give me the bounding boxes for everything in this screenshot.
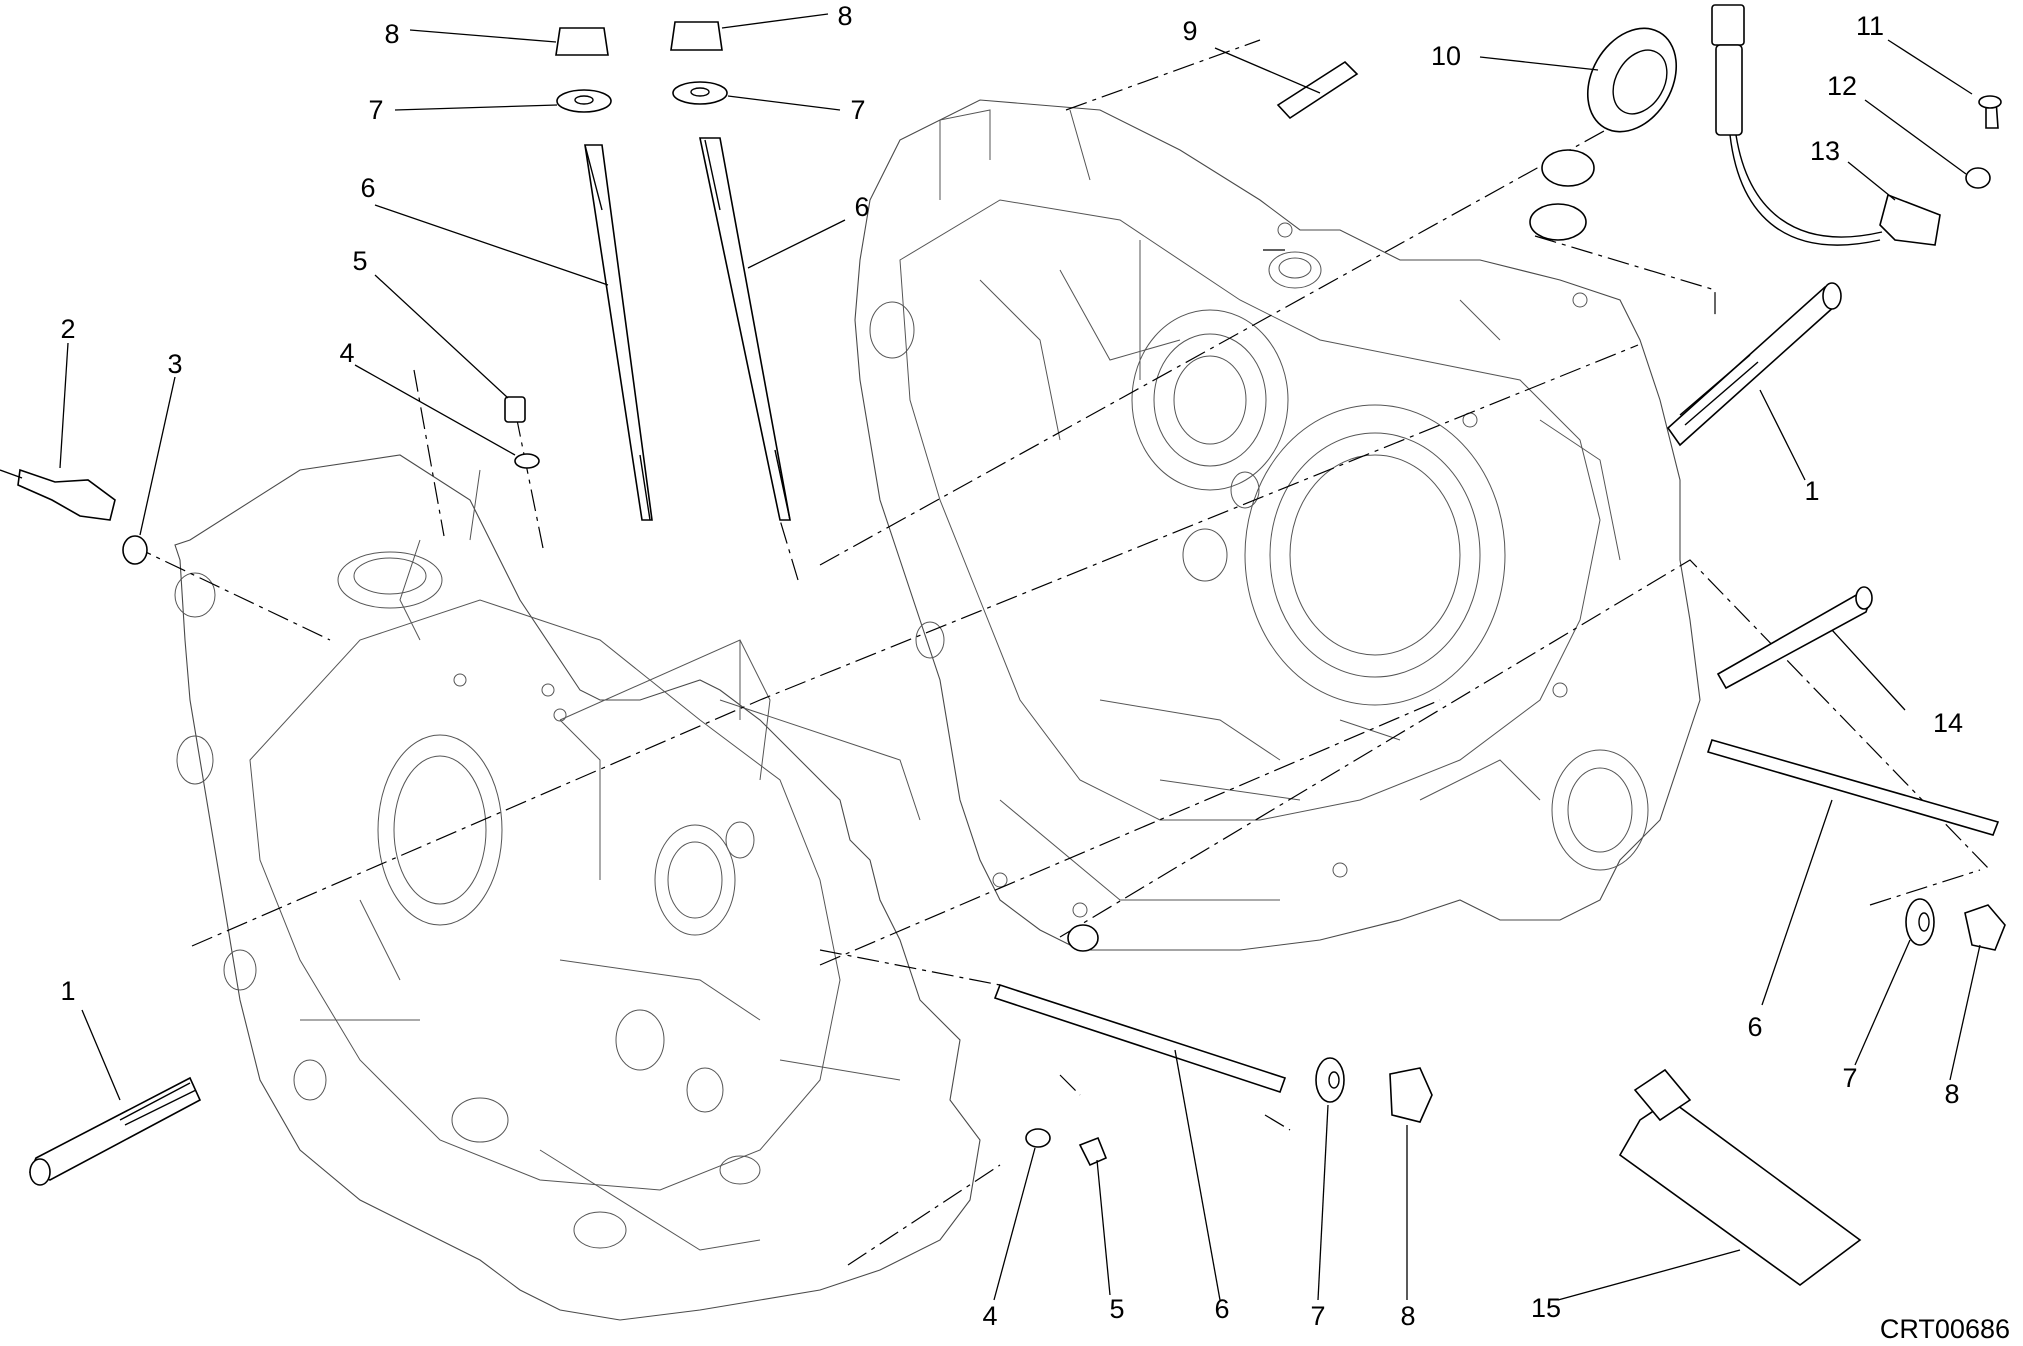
callout-6-right: 6	[1747, 1012, 1762, 1042]
callout-9: 9	[1182, 16, 1197, 46]
callout-3: 3	[167, 349, 182, 379]
callout-8-top-right: 8	[837, 1, 852, 31]
screw-11-washer-12	[1965, 95, 2002, 189]
callout-8-top-left: 8	[384, 19, 399, 49]
callout-5-top: 5	[352, 246, 367, 276]
leader-5-bottom	[1096, 1159, 1111, 1296]
leader-14	[1831, 629, 1906, 711]
drawing-code: CRT00686	[1880, 1314, 2010, 1344]
parts	[0, 4, 2006, 1286]
screw-14	[1716, 586, 1873, 690]
callout-7-top-right: 7	[850, 95, 865, 125]
callout-6-top-right: 6	[854, 192, 869, 222]
sealant-tube	[1618, 1068, 1862, 1286]
callout-6-top-left: 6	[360, 173, 375, 203]
callout-8-right: 8	[1944, 1079, 1959, 1109]
callout-labels: 1 1 2 3 4 4 5 5 6 6 6 6 7 7 7 7 8 8 8 8 …	[60, 1, 1963, 1331]
callout-7-top-left: 7	[368, 95, 383, 125]
callout-15: 15	[1531, 1293, 1561, 1323]
dowel-upper	[504, 396, 540, 469]
leader-2	[59, 342, 69, 469]
callout-2: 2	[60, 314, 75, 344]
leader-9	[1214, 47, 1321, 94]
callout-8-bottom: 8	[1400, 1301, 1415, 1331]
callout-1-left: 1	[60, 976, 75, 1006]
left-crankcase-half	[174, 454, 981, 1321]
leader-4-bottom	[993, 1147, 1036, 1301]
callout-5-bottom: 5	[1109, 1294, 1124, 1324]
washer-nut-bottom	[1315, 1057, 1433, 1123]
stud-upper-left	[584, 144, 653, 521]
callout-4-bottom: 4	[982, 1301, 997, 1331]
leader-7-bottom	[1317, 1104, 1329, 1301]
oil-seal	[1586, 27, 1678, 133]
leader-7-top-left	[394, 104, 558, 111]
leader-8-top-left	[409, 29, 557, 43]
stud-bottom	[993, 984, 1287, 1094]
callout-7-right: 7	[1842, 1063, 1857, 1093]
callout-13: 13	[1810, 136, 1840, 166]
callout-1-right: 1	[1804, 476, 1819, 506]
callout-11: 11	[1856, 11, 1884, 41]
leader-5-top	[374, 274, 509, 399]
leader-lines	[59, 13, 1981, 1301]
leader-8-top-right	[721, 13, 829, 29]
leader-7-top-right	[727, 95, 841, 111]
ring-right-case	[1067, 924, 1099, 952]
leader-3	[139, 376, 176, 536]
callout-14: 14	[1933, 708, 1963, 738]
leader-6-top-right	[747, 219, 846, 269]
pickup-sensor	[1711, 4, 1941, 246]
leader-1-right	[1759, 389, 1806, 481]
leader-8-right	[1949, 944, 1981, 1081]
ring-dowel-bottom	[1025, 1128, 1108, 1167]
callout-4-top: 4	[339, 338, 354, 368]
screw-long-left	[28, 1076, 202, 1186]
washer-nut-top-right	[670, 21, 728, 105]
leader-6-bottom	[1174, 1049, 1221, 1301]
leader-4-top	[354, 364, 516, 456]
screw-long-right-upper	[1666, 282, 1842, 447]
leader-7-right	[1854, 939, 1911, 1066]
callout-10: 10	[1431, 41, 1461, 71]
leader-11	[1887, 39, 1973, 95]
stud-right	[1706, 739, 2000, 836]
leader-6-top-left	[374, 204, 609, 286]
leader-13	[1847, 161, 1896, 201]
leader-15	[1557, 1249, 1741, 1301]
callout-6-bottom: 6	[1214, 1294, 1229, 1324]
right-crankcase-half	[854, 99, 1701, 951]
leader-1-left	[81, 1009, 121, 1101]
leader-12	[1864, 99, 1967, 175]
stud-upper-right	[699, 137, 791, 521]
leader-6-right	[1761, 799, 1833, 1006]
leader-10	[1479, 56, 1599, 71]
callout-12: 12	[1827, 71, 1857, 101]
washer-nut-top-left	[555, 27, 612, 113]
screw-9	[1276, 60, 1359, 120]
callout-7-bottom: 7	[1310, 1301, 1325, 1331]
temperature-sensor	[0, 468, 148, 565]
washer-nut-right	[1905, 898, 2006, 951]
assembly-center-lines	[130, 39, 1991, 1266]
o-rings	[1529, 149, 1595, 241]
